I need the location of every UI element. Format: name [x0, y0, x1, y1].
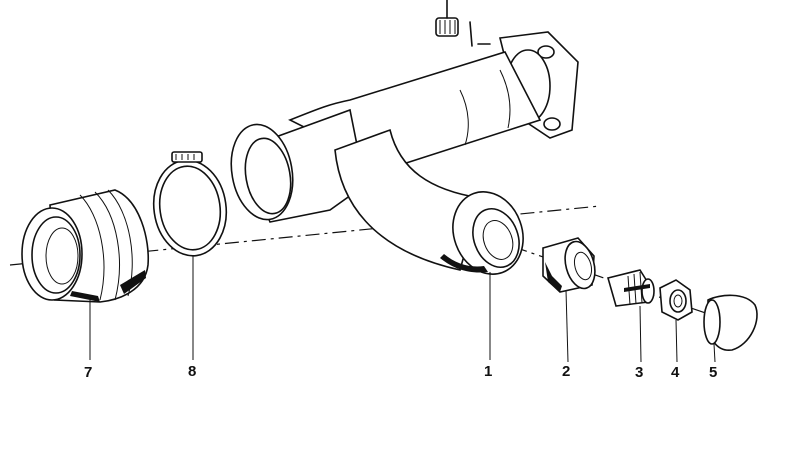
callout-4: 4 — [671, 364, 680, 381]
part-8-clamp — [152, 151, 228, 257]
callout-1: 1 — [484, 363, 492, 380]
callout-5: 5 — [709, 364, 717, 381]
top-bolt — [435, 0, 491, 47]
callout-7: 7 — [84, 364, 92, 381]
part-4-nut — [659, 279, 693, 321]
callout-2: 2 — [562, 363, 570, 380]
callout-8: 8 — [188, 363, 196, 380]
part-2-bushing — [542, 237, 596, 293]
callouts: 7 8 1 2 3 4 5 — [84, 363, 717, 381]
callout-3: 3 — [635, 364, 643, 381]
part-7-sleeve — [21, 189, 150, 303]
y-pipe — [230, 31, 579, 275]
leader-lines — [89, 256, 716, 363]
part-5-cap — [703, 294, 758, 351]
part-3-fitting — [607, 269, 655, 307]
